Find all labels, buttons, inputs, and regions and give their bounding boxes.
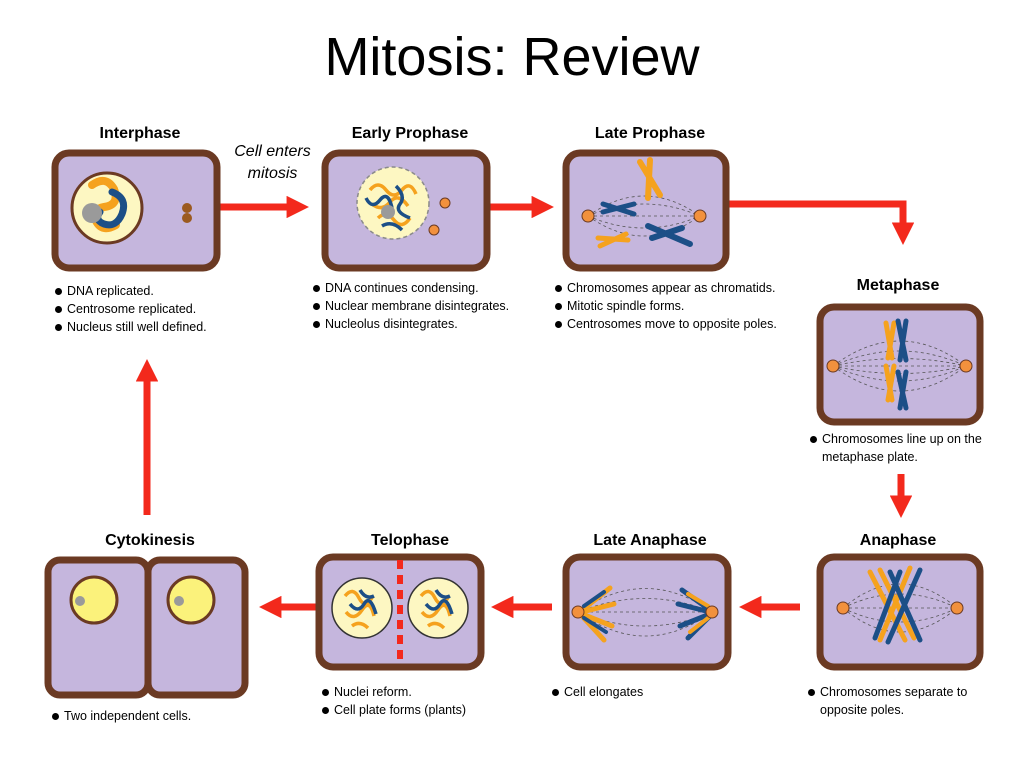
note: Chromosomes line up on the metaphase pla…: [810, 430, 990, 466]
note: Centrosomes move to opposite poles.: [555, 315, 777, 333]
note: Chromosomes separate to opposite poles.: [808, 683, 988, 719]
telophase-cell: [315, 553, 485, 671]
late-prophase-cell: [562, 149, 730, 272]
metaphase-cell: [816, 303, 984, 426]
note: Chromosomes appear as chromatids.: [555, 279, 777, 297]
caption-line-1: Cell enters: [234, 143, 311, 160]
caption-line-2: mitosis: [247, 165, 298, 182]
telophase-notes: Nuclei reform. Cell plate forms (plants): [322, 683, 466, 719]
telophase-label: Telophase: [371, 532, 449, 549]
note: Nuclear membrane disintegrates.: [313, 297, 509, 315]
cytokinesis-label: Cytokinesis: [105, 532, 195, 549]
note: Nucleolus disintegrates.: [313, 315, 509, 333]
early-prophase-cell: [321, 149, 491, 272]
late-anaphase-notes: Cell elongates: [552, 683, 643, 701]
cytokinesis-notes: Two independent cells.: [52, 707, 191, 725]
early-prophase-notes: DNA continues condensing. Nuclear membra…: [313, 279, 509, 333]
interphase-notes: DNA replicated. Centrosome replicated. N…: [55, 282, 207, 336]
early-prophase-label: Early Prophase: [351, 125, 469, 142]
interphase-cell: [51, 149, 221, 272]
note: Cell elongates: [552, 683, 643, 701]
note: Nucleus still well defined.: [55, 318, 207, 336]
note: Mitotic spindle forms.: [555, 297, 777, 315]
cytokinesis-cells: [44, 556, 249, 699]
late-prophase-label: Late Prophase: [594, 125, 706, 142]
late-prophase-notes: Chromosomes appear as chromatids. Mitoti…: [555, 279, 777, 333]
anaphase-label: Anaphase: [859, 532, 937, 549]
metaphase-label: Metaphase: [856, 277, 940, 294]
cell-enters-mitosis-caption: Cell enters mitosis: [215, 141, 330, 185]
note: DNA replicated.: [55, 282, 207, 300]
note: Two independent cells.: [52, 707, 191, 725]
metaphase-notes: Chromosomes line up on the metaphase pla…: [810, 430, 990, 466]
late-anaphase-label: Late Anaphase: [593, 532, 707, 549]
anaphase-notes: Chromosomes separate to opposite poles.: [808, 683, 988, 719]
page-title: Mitosis: Review: [324, 27, 700, 87]
note: Nuclei reform.: [322, 683, 466, 701]
arrow-late-prophase-to-metaphase: [728, 200, 915, 245]
interphase-label: Interphase: [99, 125, 181, 142]
note: DNA continues condensing.: [313, 279, 509, 297]
note: Centrosome replicated.: [55, 300, 207, 318]
late-anaphase-cell: [562, 553, 732, 671]
anaphase-cell: [816, 553, 984, 671]
note: Cell plate forms (plants): [322, 701, 466, 719]
